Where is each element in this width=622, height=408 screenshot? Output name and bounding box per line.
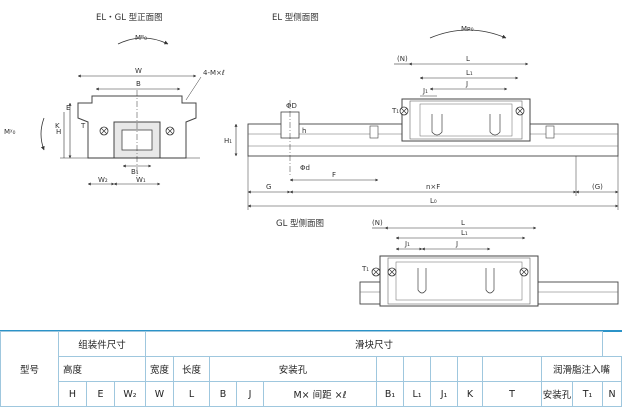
bolt-right [165, 126, 175, 136]
gl-bolt-left [387, 267, 397, 277]
slot-left [431, 114, 443, 136]
l1-label: L₁ [466, 69, 473, 77]
my0-label: Mᵡ₀ [4, 128, 16, 136]
holes-label: 4-M×ℓ [203, 69, 225, 77]
n-label: (N) [397, 55, 408, 63]
t-label: T [80, 122, 86, 130]
l0-label: L₀ [430, 197, 437, 205]
nxf-label: n×F [426, 183, 440, 191]
gl-slider-core [395, 261, 523, 301]
col-w: W [145, 381, 174, 407]
col-lube-hole: 安装孔 [541, 381, 573, 407]
mp0-arc [429, 29, 507, 39]
g-paren-label: (G) [592, 183, 603, 191]
w-label: W [135, 67, 142, 75]
gl-slot-right [485, 268, 495, 294]
col-m: M× 间距 ×ℓ [263, 381, 377, 407]
f-label: F [332, 171, 336, 179]
col-e: E [86, 381, 115, 407]
w1-label: W₁ [136, 176, 146, 184]
model-header: 型号 [0, 331, 59, 407]
slider-body [409, 100, 523, 140]
bolt-left [99, 126, 109, 136]
col-t1: T₁ [571, 381, 604, 407]
width-header: 宽度 [145, 356, 174, 382]
rail-hole-2 [369, 125, 379, 139]
length-header: 长度 [173, 356, 210, 382]
moment-arc [117, 37, 169, 45]
gl-side-view: GL 型侧面图 (N) L L₁ J₁ J T₁ [276, 218, 619, 307]
gl-slider-body [387, 257, 531, 305]
t1-label: T₁ [391, 107, 399, 115]
height-header: 高度 [58, 356, 146, 382]
g-label: G [266, 183, 271, 191]
lube-header: 润滑脂注入嘴 [541, 356, 622, 382]
slider-header: 滑块尺寸 [144, 331, 604, 357]
assembly-header: 组装件尺寸 [58, 331, 146, 357]
col-h: H [58, 381, 87, 407]
gl-grease-nipple [371, 267, 381, 277]
e-label: E [66, 104, 70, 112]
gl-l-label: L [461, 219, 465, 227]
blank-j1 [430, 356, 458, 382]
j1-label: J₁ [422, 87, 428, 95]
col-k: K [457, 381, 483, 407]
blank-l1 [403, 356, 431, 382]
holes-leader [185, 76, 202, 101]
gl-slot-left [417, 268, 427, 294]
gl-slider-block [379, 255, 539, 307]
my0-arc [40, 117, 45, 151]
h-small-label: h [302, 127, 306, 135]
mp0-label: Mᴘ₀ [461, 25, 474, 33]
col-n: N [602, 381, 622, 407]
col-l: L [173, 381, 210, 407]
col-t: T [482, 381, 542, 407]
blank-b1 [376, 356, 404, 382]
technical-drawing: EL・GL 型正面图 Mᴿ₀ W B 4-M×ℓ H [4, 12, 619, 307]
front-view: EL・GL 型正面图 Mᴿ₀ W B 4-M×ℓ H [4, 13, 225, 186]
blank-t [482, 356, 542, 382]
mr0-label: Mᴿ₀ [135, 34, 147, 42]
j-label: J [465, 80, 468, 88]
slot-right [489, 114, 501, 136]
gl-t1-label: T₁ [361, 265, 369, 273]
slider-block-side [401, 98, 531, 142]
b1-label: B₁ [131, 168, 139, 176]
h-label: H [56, 128, 61, 136]
col-j1: J₁ [430, 381, 458, 407]
phi-d-label: Φd [300, 164, 310, 172]
w2-label: W₂ [98, 176, 108, 184]
b-label: B [136, 80, 141, 88]
h1-label: H₁ [224, 137, 232, 145]
spec-table: 型号 组装件尺寸 滑块尺寸 高度 宽度 长度 安装孔 润滑脂注入嘴 H E W₂… [0, 331, 622, 407]
el-side-title: EL 型侧面图 [272, 12, 319, 23]
rail-hole-3 [545, 125, 555, 139]
col-l1: L₁ [403, 381, 431, 407]
front-view-title: EL・GL 型正面图 [96, 13, 163, 23]
col-b: B [209, 381, 237, 407]
col-j: J [236, 381, 264, 407]
col-w2: W₂ [114, 381, 146, 407]
mount-hole-header: 安装孔 [209, 356, 377, 382]
bolt-el-right [515, 106, 525, 116]
el-side-view: EL 型侧面图 Mᴘ₀ (N) L L₁ J J₁ T₁ [224, 12, 619, 210]
l-label: L [466, 55, 470, 63]
gl-j-label: J [455, 240, 458, 248]
grease-nipple-el [399, 106, 409, 116]
col-b1: B₁ [376, 381, 404, 407]
gl-l1-label: L₁ [461, 229, 468, 237]
gl-bolt-right [519, 267, 529, 277]
blank-k [457, 356, 483, 382]
gl-n-label: (N) [372, 219, 383, 227]
gl-side-title: GL 型侧面图 [276, 218, 324, 229]
gl-j1-label: J₁ [404, 240, 410, 248]
phi-d-top-label: ΦD [286, 102, 297, 110]
slider-core [419, 103, 513, 137]
k-label: K [55, 122, 60, 130]
